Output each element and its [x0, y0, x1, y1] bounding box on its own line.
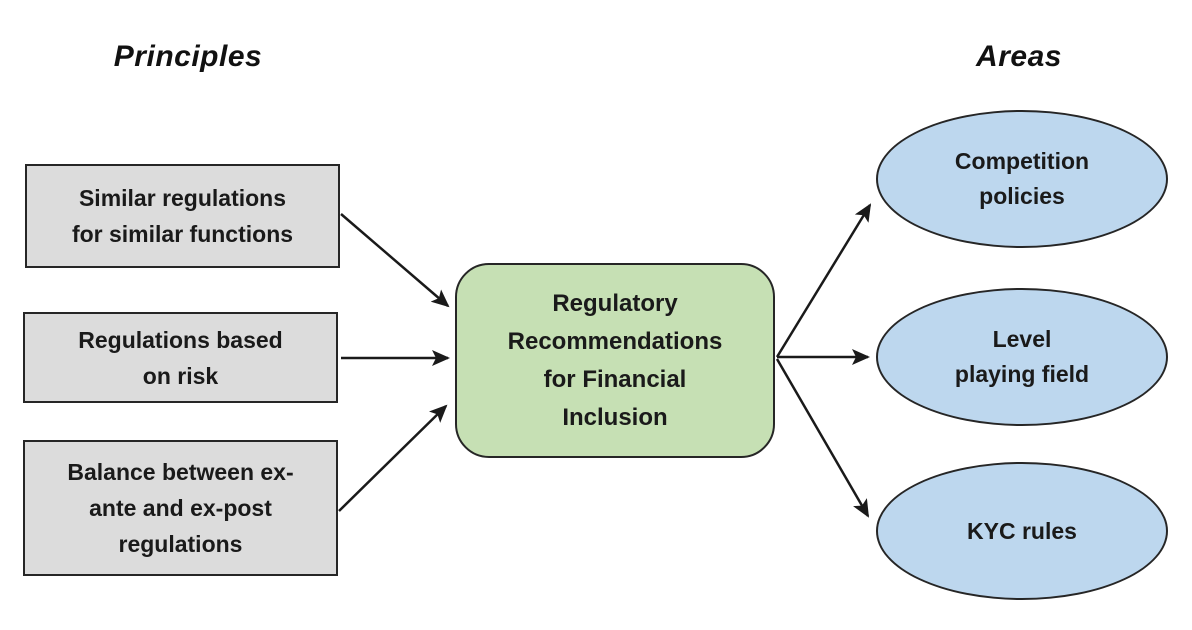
- areas-column-title: Areas: [976, 40, 1062, 73]
- principle-box-similar-regulations: Similar regulations for similar function…: [25, 164, 340, 268]
- arrow-principle-3-to-center: [338, 404, 448, 512]
- arrow-center-to-area-3: [775, 358, 870, 518]
- principle-box-risk-based: Regulations based on risk: [23, 312, 338, 403]
- arrow-center-to-area-1: [775, 203, 872, 358]
- principle-box-ex-ante-ex-post: Balance between ex- ante and ex-post reg…: [23, 440, 338, 576]
- area-ellipse-competition-policies: Competition policies: [876, 110, 1168, 248]
- area-ellipse-kyc-rules: KYC rules: [876, 462, 1168, 600]
- principles-column-title: Principles: [113, 40, 263, 73]
- center-box-regulatory-recommendations: Regulatory Recommendations for Financial…: [455, 263, 775, 458]
- arrow-principle-1-to-center: [340, 213, 450, 308]
- area-ellipse-level-playing-field: Level playing field: [876, 288, 1168, 426]
